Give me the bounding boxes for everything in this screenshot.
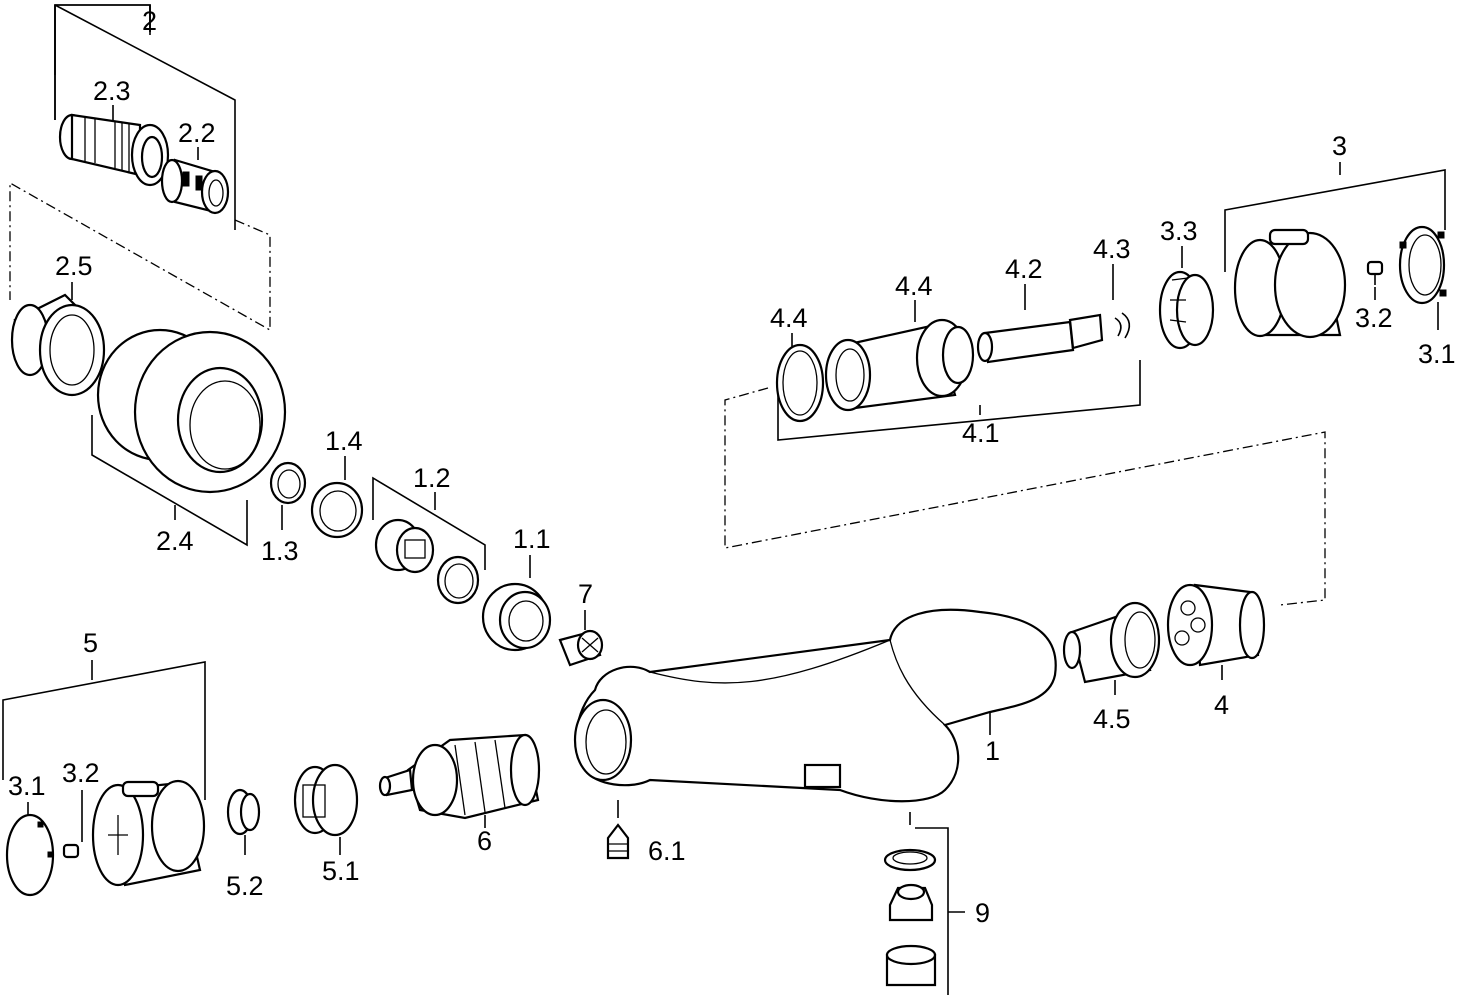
group-4-1-bracket <box>777 360 1141 441</box>
part-4-4-cartridge: 4.4 <box>824 271 975 412</box>
label-9: 9 <box>975 898 990 928</box>
label-1-1: 1.1 <box>513 524 551 554</box>
label-2: 2 <box>142 6 157 36</box>
label-4-5: 4.5 <box>1093 704 1131 734</box>
part-2-3 <box>58 113 170 187</box>
label-4-3: 4.3 <box>1093 234 1131 264</box>
label-2-5: 2.5 <box>55 251 93 281</box>
label-5-2: 5.2 <box>226 871 264 901</box>
label-1: 1 <box>985 736 1000 766</box>
label-3-3: 3.3 <box>1160 216 1198 246</box>
part-3-1-bottom: 3.1 <box>5 771 55 897</box>
guide-line-4 <box>724 387 1326 606</box>
label-4-4-b: 4.4 <box>895 271 933 301</box>
group-2-bracket <box>54 4 236 230</box>
part-5-cap <box>91 779 206 887</box>
group-5-bracket: 5 <box>2 628 206 800</box>
group-3-bracket: 3 <box>1224 131 1446 272</box>
label-1-3: 1.3 <box>261 536 299 566</box>
label-2-2: 2.2 <box>178 118 216 148</box>
group-9-aerator: 9 <box>883 812 990 995</box>
part-4-4-seal: 4.4 <box>770 303 825 423</box>
part-1-body: 1 <box>573 608 1057 803</box>
part-3-3: 3.3 <box>1158 216 1215 350</box>
part-4: 4 <box>1166 583 1266 720</box>
label-1-4: 1.4 <box>325 426 363 456</box>
part-6-1: 6.1 <box>606 800 686 866</box>
label-5: 5 <box>83 628 98 658</box>
label-2-3: 2.3 <box>93 76 131 106</box>
part-1-3: 1.3 <box>261 461 307 566</box>
label-3-1-top: 3.1 <box>1418 339 1456 369</box>
label-4-4-a: 4.4 <box>770 303 808 333</box>
label-4: 4 <box>1214 690 1229 720</box>
part-6-cartridge: 6 <box>378 733 541 856</box>
label-1-2: 1.2 <box>413 463 451 493</box>
guide-line-2 <box>9 181 271 332</box>
part-2-5: 2.5 <box>10 251 106 397</box>
part-7: 7 <box>558 579 604 667</box>
part-1-1: 1.1 <box>481 524 552 652</box>
label-6-1: 6.1 <box>648 836 686 866</box>
part-5-1: 5.1 <box>293 763 360 886</box>
part-3-2-bottom: 3.2 <box>62 758 100 859</box>
part-1-4: 1.4 <box>310 426 364 539</box>
part-3-1-top: 3.1 <box>1398 225 1456 369</box>
part-4-3: 4.3 <box>1093 234 1131 339</box>
label-3-2-top: 3.2 <box>1355 303 1393 333</box>
label-5-1: 5.1 <box>322 856 360 886</box>
part-3-cap <box>1233 228 1347 339</box>
label-6: 6 <box>477 826 492 856</box>
label-4-2: 4.2 <box>1005 254 1043 284</box>
part-2-2 <box>160 158 230 215</box>
label-3-1-bot: 3.1 <box>8 771 46 801</box>
part-5-2: 5.2 <box>226 788 264 901</box>
label-3-2-bot: 3.2 <box>62 758 100 788</box>
label-2-4: 2.4 <box>156 526 194 556</box>
part-3-2-top: 3.2 <box>1355 260 1393 333</box>
part-1-2: 1.2 <box>372 463 486 605</box>
label-4-1: 4.1 <box>962 418 1000 448</box>
label-7: 7 <box>578 579 593 609</box>
part-4-2: 4.2 <box>976 254 1104 364</box>
part-4-5: 4.5 <box>1062 601 1161 734</box>
part-2-4: 2.4 <box>91 328 287 556</box>
label-3: 3 <box>1332 131 1347 161</box>
